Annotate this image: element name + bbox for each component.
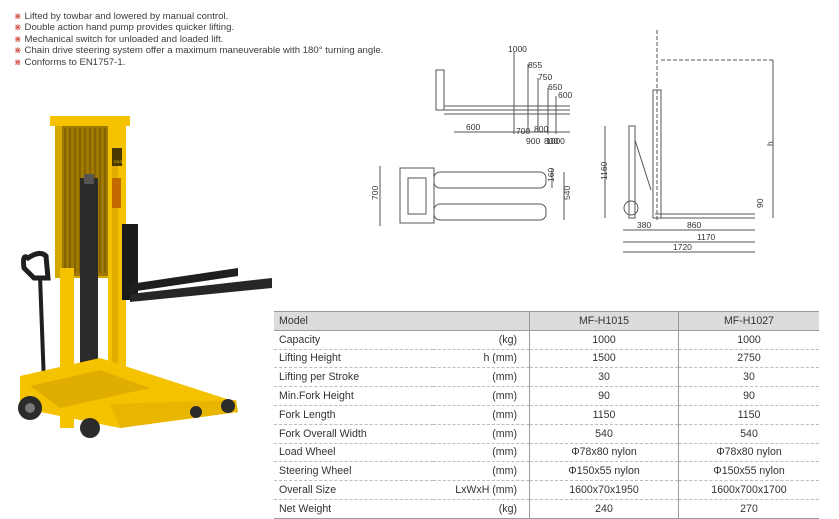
- row-value-2: 270: [678, 499, 819, 519]
- row-label: Fork Overall Width: [274, 424, 433, 444]
- svg-text:1170: 1170: [697, 232, 716, 242]
- feature-item: ⋇Lifted by towbar and lowered by manual …: [14, 11, 229, 22]
- svg-text:800: 800: [534, 124, 548, 134]
- svg-text:600: 600: [466, 122, 480, 132]
- row-unit: (kg): [433, 499, 530, 519]
- svg-text:1160: 1160: [599, 161, 609, 180]
- header-model-2: MF-H1027: [678, 311, 819, 331]
- feature-item: ⋇Mechanical switch for unloaded and load…: [14, 33, 224, 45]
- side-view-drawing: 1000 855 750 650 600 600 700 800 900 800…: [435, 44, 572, 146]
- row-value-1: 1150: [529, 405, 679, 425]
- svg-text:1000: 1000: [546, 136, 565, 146]
- row-unit: (mm): [433, 461, 530, 482]
- row-label: Capacity: [274, 330, 433, 350]
- svg-text:855: 855: [528, 60, 542, 70]
- svg-text:600: 600: [558, 90, 572, 100]
- bullet-icon: ⋇: [14, 56, 22, 67]
- svg-text:380: 380: [637, 220, 651, 230]
- header-label: Model: [274, 311, 433, 331]
- row-value-1: 1600x70x1950: [529, 480, 679, 500]
- row-value-1: Φ78x80 nylon: [529, 443, 679, 463]
- row-value-2: 1150: [678, 405, 819, 425]
- row-unit: h (mm): [433, 349, 530, 369]
- row-value-1: 1000: [529, 330, 679, 350]
- row-unit: (mm): [433, 367, 530, 388]
- svg-text:1720: 1720: [673, 242, 692, 252]
- svg-text:800: 800: [544, 136, 558, 146]
- feature-item: ⋇Double action hand pump provides quicke…: [14, 22, 235, 34]
- svg-text:h: h: [765, 141, 775, 146]
- row-value-1: Φ150x55 nylon: [529, 461, 679, 482]
- stacker-product-image: ESS: [18, 116, 272, 438]
- row-unit: (mm): [433, 405, 530, 425]
- row-unit: (kg): [433, 330, 530, 350]
- bullet-icon: ⋇: [14, 45, 22, 56]
- svg-text:540: 540: [562, 186, 572, 200]
- spec-table: Model MF-H1015 MF-H1027 Capacity(kg)1000…: [274, 311, 819, 519]
- bullet-icon: ⋇: [14, 22, 22, 33]
- feature-item: ⋇Chain drive steering system offer a max…: [14, 45, 384, 57]
- bullet-icon: ⋇: [14, 33, 22, 44]
- row-value-1: 240: [529, 499, 679, 519]
- svg-text:160: 160: [546, 168, 556, 182]
- row-unit: (mm): [433, 386, 530, 406]
- row-value-2: 540: [678, 424, 819, 444]
- row-label: Overall Size: [274, 480, 433, 500]
- table-header-row: Model MF-H1015 MF-H1027: [274, 311, 819, 331]
- svg-text:860: 860: [687, 220, 701, 230]
- row-label: Fork Length: [274, 405, 433, 425]
- row-label: Lifting Height: [274, 349, 433, 369]
- row-value-2: 1000: [678, 330, 819, 350]
- svg-text:700: 700: [370, 186, 380, 200]
- svg-text:650: 650: [548, 82, 562, 92]
- row-label: Lifting per Stroke: [274, 367, 433, 388]
- row-label: Net Weight: [274, 499, 433, 519]
- row-unit: (mm): [433, 443, 530, 463]
- row-value-1: 30: [529, 367, 679, 388]
- header-unit: [433, 311, 530, 331]
- row-label: Load Wheel: [274, 443, 433, 463]
- svg-text:750: 750: [538, 72, 552, 82]
- row-label: Min.Fork Height: [274, 386, 433, 406]
- svg-text:1000: 1000: [508, 44, 527, 54]
- row-value-1: 540: [529, 424, 679, 444]
- row-value-2: 90: [678, 386, 819, 406]
- feature-list: ⋇Lifted by towbar and lowered by manual …: [14, 11, 383, 68]
- row-value-2: 2750: [678, 349, 819, 369]
- row-value-2: 1600x700x1700: [678, 480, 819, 500]
- row-unit: LxWxH (mm): [433, 480, 530, 500]
- header-model-1: MF-H1015: [529, 311, 679, 331]
- svg-text:ESS: ESS: [114, 159, 122, 164]
- row-label: Steering Wheel: [274, 461, 433, 482]
- front-view-drawing: 1160 h 90 380 860 1170 1720: [599, 30, 775, 253]
- svg-text:90: 90: [755, 198, 765, 208]
- row-unit: (mm): [433, 424, 530, 444]
- top-view-drawing: 700 540 160: [370, 166, 572, 226]
- svg-text:900: 900: [526, 136, 540, 146]
- row-value-1: 1500: [529, 349, 679, 369]
- row-value-2: Φ150x55 nylon: [678, 461, 819, 482]
- bullet-icon: ⋇: [14, 11, 22, 21]
- row-value-2: 30: [678, 367, 819, 388]
- row-value-1: 90: [529, 386, 679, 406]
- row-value-2: Φ78x80 nylon: [678, 443, 819, 463]
- svg-text:700: 700: [516, 126, 530, 136]
- feature-item: ⋇Conforms to EN1757-1.: [14, 56, 126, 68]
